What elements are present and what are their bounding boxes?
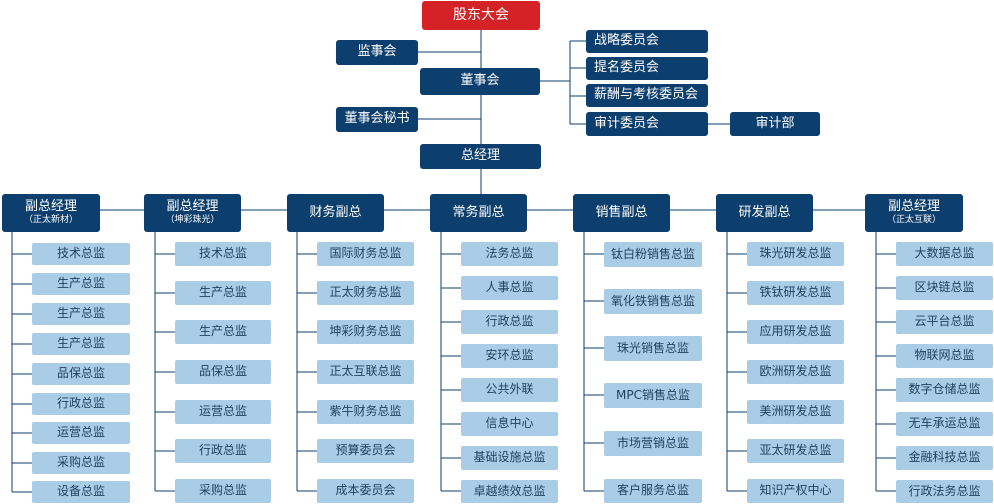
org-item: MPC销售总监 xyxy=(604,383,702,408)
org-item: 氧化铁销售总监 xyxy=(604,289,702,314)
committee-audit-box: 审计委员会 xyxy=(586,112,708,136)
column-head-sales-vp: 销售副总 xyxy=(573,194,670,232)
org-item: 数字仓储总监 xyxy=(896,378,993,402)
supervisory-board-box: 监事会 xyxy=(336,40,418,65)
org-item: 行政总监 xyxy=(175,439,271,463)
org-item: 行政总监 xyxy=(461,310,558,334)
org-item: 公共外联 xyxy=(461,378,558,402)
org-item: 客户服务总监 xyxy=(604,479,702,503)
org-item: 生产总监 xyxy=(32,333,130,355)
org-item: 紫牛财务总监 xyxy=(317,400,414,424)
column-head-title: 财务副总 xyxy=(309,204,362,220)
org-item: 国际财务总监 xyxy=(317,242,414,266)
org-item: 无车承运总监 xyxy=(896,412,993,436)
column-head-vp-kuncai-pearl: 副总经理 （坤彩珠光） xyxy=(144,194,241,232)
org-item: 安环总监 xyxy=(461,344,558,368)
committee-compensation-box: 薪酬与考核委员会 xyxy=(586,84,708,107)
column-head-executive-vp: 常务副总 xyxy=(430,194,527,232)
org-item: 法务总监 xyxy=(461,242,558,266)
org-item: 金融科技总监 xyxy=(896,446,993,470)
column-head-finance-vp: 财务副总 xyxy=(287,194,384,232)
committee-compensation-label: 薪酬与考核委员会 xyxy=(594,87,699,103)
org-item: 市场营销总监 xyxy=(604,431,702,456)
column-head-subtitle: （坤彩珠光） xyxy=(165,215,220,226)
org-item: 应用研发总监 xyxy=(747,320,844,344)
org-item: 成本委员会 xyxy=(317,479,414,503)
general-manager-label: 总经理 xyxy=(460,148,500,164)
column-head-title: 常务副总 xyxy=(452,204,505,220)
general-manager-box: 总经理 xyxy=(420,144,541,169)
org-item: 采购总监 xyxy=(32,452,130,474)
org-item: 区块链总监 xyxy=(896,276,993,300)
org-item: 美洲研发总监 xyxy=(747,400,844,424)
column-head-subtitle: （正太新材） xyxy=(23,215,78,226)
committee-nomination-label: 提名委员会 xyxy=(594,60,660,76)
audit-department-label: 审计部 xyxy=(755,115,795,131)
committee-nomination-box: 提名委员会 xyxy=(586,57,708,80)
column-head-subtitle: （正太互联） xyxy=(886,215,941,226)
org-item: 技术总监 xyxy=(32,243,130,265)
org-item: 正太财务总监 xyxy=(317,281,414,305)
org-item: 行政总监 xyxy=(32,393,130,415)
committee-strategy-label: 战略委员会 xyxy=(594,33,660,49)
column-head-title: 副总经理 xyxy=(166,198,219,214)
shareholders-meeting-box: 股东大会 xyxy=(422,1,540,30)
org-item: 生产总监 xyxy=(32,303,130,325)
column-head-title: 副总经理 xyxy=(24,198,77,214)
org-item: 生产总监 xyxy=(175,281,271,305)
org-item: 预算委员会 xyxy=(317,439,414,463)
org-item: 生产总监 xyxy=(32,273,130,295)
column-head-vp-zhengtai-internet: 副总经理 （正太互联） xyxy=(865,194,963,232)
board-of-directors-label: 董事会 xyxy=(460,73,500,89)
org-item: 铁钛研发总监 xyxy=(747,281,844,305)
org-item: 坤彩财务总监 xyxy=(317,320,414,344)
org-item: 运营总监 xyxy=(175,400,271,424)
org-item: 钛白粉销售总监 xyxy=(604,242,702,267)
org-item: 卓越绩效总监 xyxy=(461,480,558,503)
column-head-vp-zhengtai-materials: 副总经理 （正太新材） xyxy=(2,194,100,232)
org-item: 正太互联总监 xyxy=(317,360,414,384)
org-item: 采购总监 xyxy=(175,479,271,503)
org-item: 行政法务总监 xyxy=(896,480,993,503)
org-item: 品保总监 xyxy=(175,360,271,384)
org-item: 物联网总监 xyxy=(896,344,993,368)
board-secretary-box: 董事会秘书 xyxy=(336,107,418,132)
column-head-title: 研发副总 xyxy=(738,204,791,220)
org-item: 设备总监 xyxy=(32,481,130,503)
org-item: 基础设施总监 xyxy=(461,446,558,470)
org-item: 欧洲研发总监 xyxy=(747,360,844,384)
column-head-title: 销售副总 xyxy=(595,204,648,220)
column-head-rd-vp: 研发副总 xyxy=(716,194,813,232)
shareholders-meeting-label: 股东大会 xyxy=(453,6,509,23)
supervisory-board-label: 监事会 xyxy=(357,44,397,60)
org-item: 运营总监 xyxy=(32,422,130,444)
org-item: 大数据总监 xyxy=(896,242,993,266)
audit-department-box: 审计部 xyxy=(730,112,820,136)
org-item: 生产总监 xyxy=(175,320,271,344)
org-item: 人事总监 xyxy=(461,276,558,300)
org-item: 珠光研发总监 xyxy=(747,242,844,266)
org-item: 云平台总监 xyxy=(896,310,993,334)
column-head-title: 副总经理 xyxy=(887,198,940,214)
org-item: 珠光销售总监 xyxy=(604,336,702,361)
org-item: 信息中心 xyxy=(461,412,558,436)
org-item: 亚太研发总监 xyxy=(747,439,844,463)
org-item: 品保总监 xyxy=(32,363,130,385)
committee-strategy-box: 战略委员会 xyxy=(586,30,708,53)
org-item: 技术总监 xyxy=(175,242,271,266)
board-secretary-label: 董事会秘书 xyxy=(344,111,410,127)
board-of-directors-box: 董事会 xyxy=(420,68,540,95)
committee-audit-label: 审计委员会 xyxy=(594,115,660,131)
org-item: 知识产权中心 xyxy=(747,479,844,503)
